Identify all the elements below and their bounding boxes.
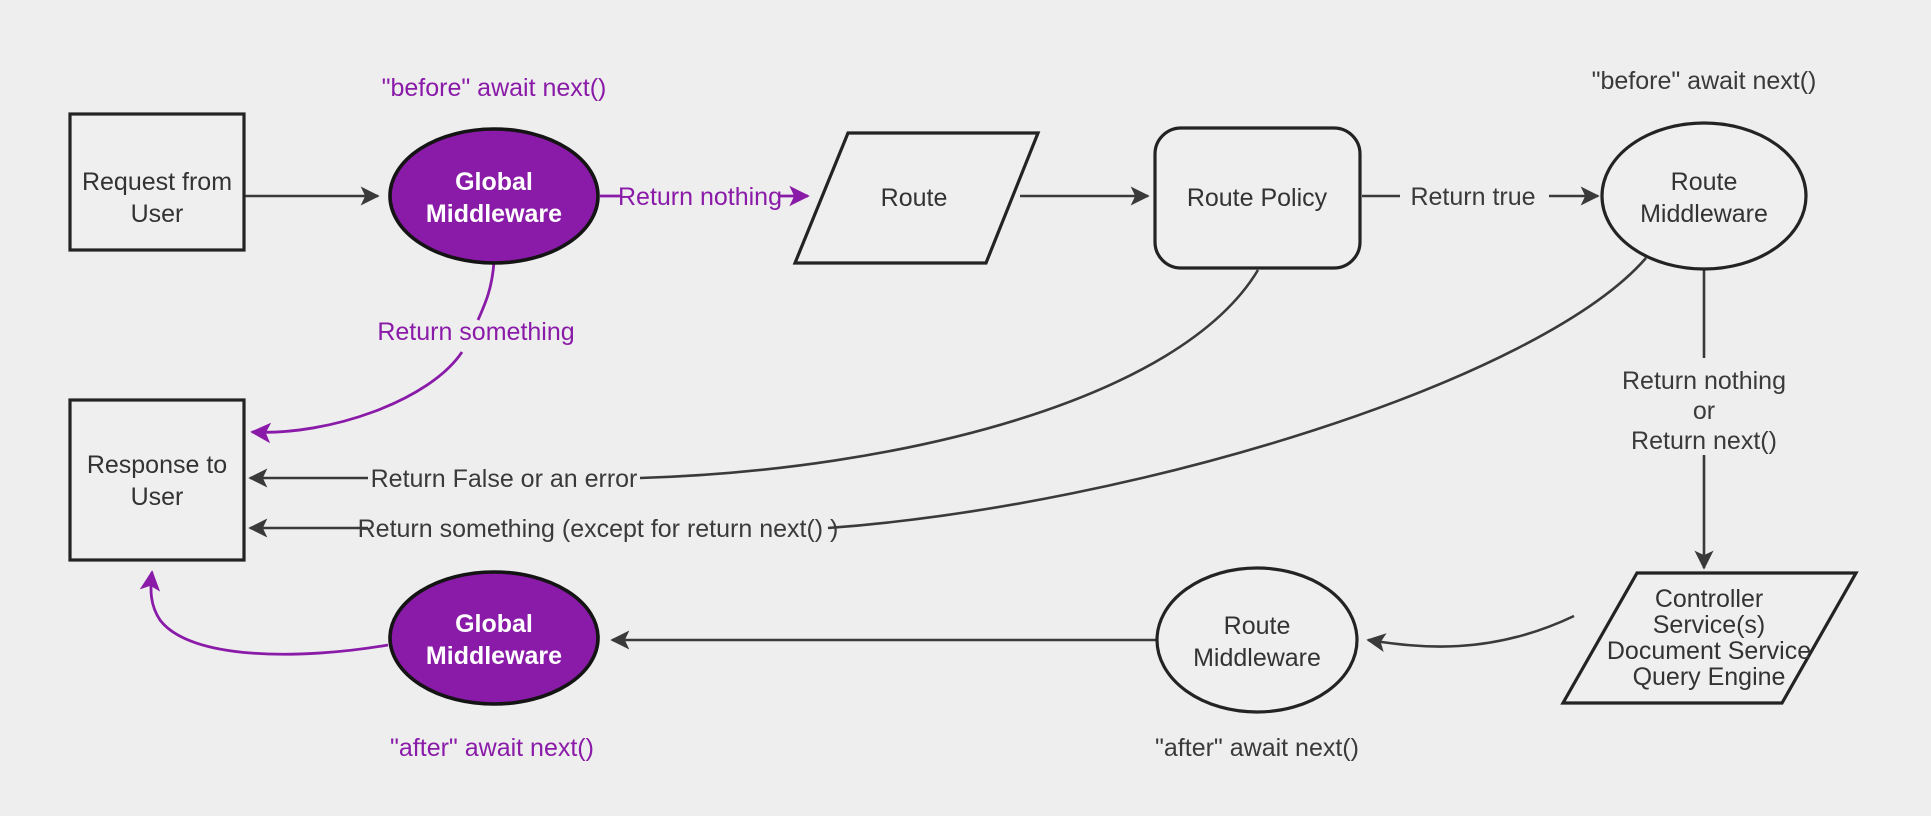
route-middleware-top-label-line2: Middleware [1640, 200, 1768, 228]
response-to-user-box[interactable] [68, 398, 246, 562]
annotation-before-await-next-route: "before" await next() [1592, 67, 1817, 95]
route-middleware-bottom-label-line1: Route [1224, 612, 1291, 640]
node-response-to-user[interactable]: Response to User [68, 398, 246, 562]
edge-controller-to-route-middleware-bottom [1366, 614, 1575, 653]
global-middleware-top-label-line2: Middleware [426, 200, 562, 228]
response-to-user-label-line1: Response to [87, 451, 227, 479]
node-request-from-user[interactable]: Request from User [68, 112, 246, 252]
route-label: Route [881, 184, 948, 212]
edge-global-middleware-return-something [476, 261, 496, 321]
route-middleware-bottom-ellipse[interactable] [1155, 566, 1359, 714]
edge-label-return-true: Return true [1410, 183, 1535, 211]
controller-label-line1: Controller [1655, 585, 1763, 613]
edge-label-return-nothing-route: Return nothing [1622, 367, 1786, 395]
global-middleware-bottom-label-line2: Middleware [426, 642, 562, 670]
node-controller-services[interactable]: Controller Service(s) Document Service Q… [1560, 571, 1859, 705]
route-policy-box[interactable] [1153, 126, 1362, 270]
annotation-before-await-next-global: "before" await next() [382, 74, 607, 102]
edge-label-return-something-global: Return something [377, 318, 574, 346]
edge-global-middleware-return-something-curve [250, 351, 464, 444]
edge-route-middleware-to-response [827, 257, 1647, 530]
edge-route-policy-to-response [639, 269, 1260, 480]
route-middleware-bottom-label-line2: Middleware [1193, 644, 1321, 672]
global-middleware-bottom-ellipse[interactable] [388, 570, 600, 706]
annotation-after-await-next-global: "after" await next() [390, 734, 594, 762]
node-global-middleware-bottom[interactable]: Global Middleware [388, 570, 600, 706]
node-global-middleware-top[interactable]: Global Middleware [388, 127, 600, 265]
response-to-user-label-line2: User [131, 483, 184, 511]
node-route-middleware-top[interactable]: Route Middleware [1600, 121, 1808, 271]
edge-label-return-something-except: Return something (except for return next… [358, 515, 839, 543]
controller-label-line2: Service(s) [1653, 611, 1766, 639]
edge-label-or: or [1693, 397, 1715, 425]
request-from-user-label-line2: User [131, 200, 184, 228]
route-parallelogram[interactable] [792, 131, 1041, 265]
controller-label-line3: Document Service [1607, 637, 1811, 665]
node-route-middleware-bottom[interactable]: Route Middleware [1155, 566, 1359, 714]
controller-label-line4: Query Engine [1633, 663, 1786, 691]
edge-label-return-false-or-error: Return False or an error [371, 465, 638, 493]
edge-label-return-nothing-global: Return nothing [618, 183, 782, 211]
edge-global-middleware-bottom-to-response [139, 570, 389, 656]
route-policy-label: Route Policy [1187, 184, 1328, 212]
annotation-after-await-next-route: "after" await next() [1155, 734, 1359, 762]
global-middleware-bottom-label-line1: Global [455, 610, 533, 638]
edge-label-return-next: Return next() [1631, 427, 1777, 455]
node-route[interactable]: Route [792, 131, 1041, 265]
route-middleware-top-label-line1: Route [1671, 168, 1738, 196]
global-middleware-top-label-line1: Global [455, 168, 533, 196]
controller-services-parallelogram[interactable] [1560, 571, 1859, 705]
route-middleware-top-ellipse[interactable] [1600, 121, 1808, 271]
request-from-user-box[interactable] [68, 112, 246, 252]
node-route-policy[interactable]: Route Policy [1153, 126, 1362, 270]
global-middleware-top-ellipse[interactable] [388, 127, 600, 265]
request-from-user-label-line1: Request from [82, 168, 232, 196]
